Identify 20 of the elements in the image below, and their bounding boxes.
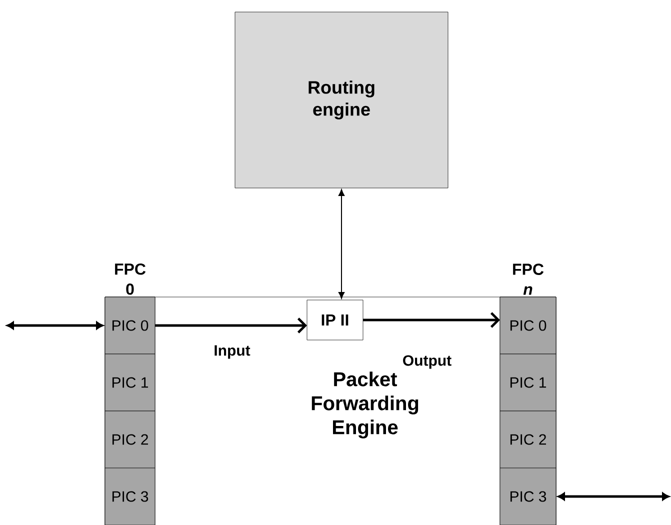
pic-box: PIC 1 <box>500 354 556 412</box>
pic-box: PIC 0 <box>104 296 156 354</box>
node-label: FPC 0 <box>115 263 146 295</box>
arrow <box>6 322 104 330</box>
routing-engine-box: Routing engine <box>234 12 448 188</box>
pic-box: PIC 3 <box>104 468 156 525</box>
engine-label: Packet Forwarding Engine <box>312 372 418 438</box>
arrow <box>155 318 307 334</box>
arrow <box>338 189 345 299</box>
pic-box: PIC 3 <box>500 468 556 525</box>
edge-label: Output <box>403 355 452 369</box>
arrow <box>363 312 500 328</box>
node-label: FPC n <box>513 264 544 295</box>
pic-box: PIC 0 <box>500 296 556 354</box>
pic-box: PIC 2 <box>104 410 156 468</box>
pic-box: PIC 1 <box>104 354 156 412</box>
edge-label: Input <box>214 345 250 359</box>
ip-box: IP II <box>306 300 364 340</box>
arrow <box>558 492 670 500</box>
pic-box: PIC 2 <box>500 410 556 468</box>
